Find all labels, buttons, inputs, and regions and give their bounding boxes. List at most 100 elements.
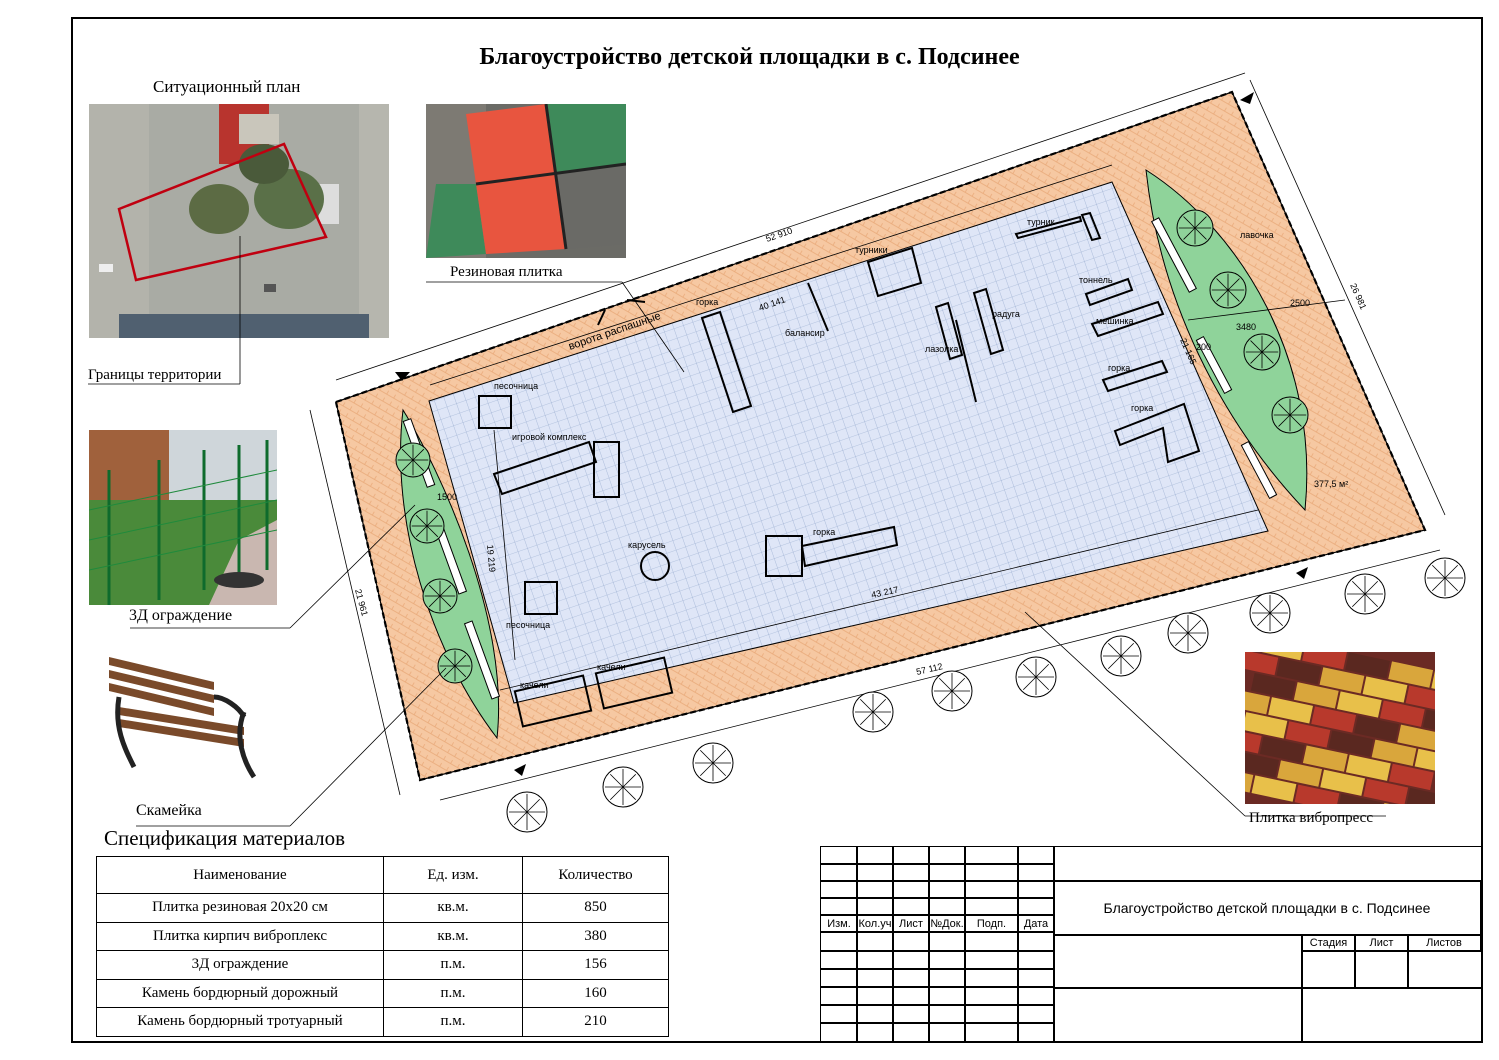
stamp-cell bbox=[1017, 968, 1055, 988]
cell: п.м. bbox=[383, 978, 523, 1008]
spec-header: Количество bbox=[522, 856, 669, 894]
stamp-cell bbox=[892, 986, 930, 1006]
cell: 160 bbox=[522, 978, 669, 1008]
rubber-tile-caption: Резиновая плитка bbox=[450, 264, 563, 280]
cell: 156 bbox=[522, 950, 669, 980]
dimension-label: 2500 bbox=[1290, 298, 1310, 308]
stamp-cell bbox=[964, 968, 1019, 988]
stamp-cell bbox=[856, 880, 894, 899]
tree-icon bbox=[1100, 635, 1142, 677]
equipment-label: турник bbox=[1027, 217, 1055, 227]
stamp-col: Дата bbox=[1017, 915, 1055, 932]
cell: Плитка резиновая 20х20 см bbox=[96, 893, 384, 923]
equipment-label: песочница bbox=[506, 620, 550, 630]
stamp-cell bbox=[964, 1022, 1019, 1042]
rubber-tile-photo bbox=[426, 104, 626, 258]
stamp-cell bbox=[856, 1004, 894, 1024]
tree-icon bbox=[1249, 592, 1291, 634]
stamp-cell bbox=[820, 950, 858, 970]
stamp-cell bbox=[856, 968, 894, 988]
stamp-cell bbox=[820, 968, 858, 988]
sandbox-2 bbox=[524, 581, 558, 615]
cell: 210 bbox=[522, 1007, 669, 1037]
lawn-left bbox=[400, 408, 499, 740]
dimension-label: 52 910 bbox=[764, 225, 793, 243]
stamp-cell bbox=[964, 950, 1019, 970]
stamp-cell bbox=[1017, 932, 1055, 952]
stamp-col: Подп. bbox=[964, 915, 1019, 932]
swing-2 bbox=[594, 656, 674, 710]
stamp-cell bbox=[892, 932, 930, 952]
pull-up-bars bbox=[866, 246, 923, 298]
tree-icon bbox=[1167, 612, 1209, 654]
fence-photo bbox=[89, 430, 277, 605]
stamp-cell bbox=[820, 932, 858, 952]
equipment-label: горка bbox=[1131, 403, 1153, 413]
cell: Плитка кирпич виброплекс bbox=[96, 921, 384, 951]
equipment-label: горка bbox=[813, 527, 835, 537]
tree-icon bbox=[692, 742, 734, 784]
stamp-cell bbox=[1017, 880, 1055, 899]
tree-icon bbox=[602, 766, 644, 808]
stamp-title: Благоустройство детской площадки в с. По… bbox=[1053, 880, 1481, 936]
spec-header-row: Наименование Ед. изм. Количество bbox=[96, 856, 669, 894]
equipment-label: песочница bbox=[494, 381, 538, 391]
tree-icon bbox=[437, 648, 473, 684]
area-label: 377,5 м² bbox=[1314, 479, 1348, 489]
stamp-stage: Стадия bbox=[1301, 934, 1356, 952]
ladder bbox=[934, 301, 964, 361]
tree-icon bbox=[931, 670, 973, 712]
bench-mark bbox=[463, 620, 501, 700]
stamp-cell bbox=[820, 880, 858, 899]
slide-top bbox=[700, 310, 753, 414]
dimension-label: 19 219 bbox=[485, 544, 497, 572]
stamp-cell bbox=[964, 846, 1019, 865]
situation-plan-caption: Ситуационный план bbox=[153, 77, 301, 96]
stamp-cell bbox=[856, 932, 894, 952]
tree-icon bbox=[506, 791, 548, 833]
stamp-cell bbox=[820, 1022, 858, 1042]
ladder-pole bbox=[955, 319, 977, 403]
slide-1 bbox=[765, 535, 803, 577]
stamp-cell bbox=[1301, 988, 1483, 1043]
stamp-cell bbox=[892, 1004, 930, 1024]
stamp-sheet: Лист bbox=[1354, 934, 1409, 952]
spec-title: Спецификация материалов bbox=[104, 826, 346, 850]
stamp-sheets: Листов bbox=[1407, 934, 1481, 952]
stamp-cell bbox=[892, 1022, 930, 1042]
tree-icon bbox=[409, 508, 445, 544]
slide-2 bbox=[1101, 359, 1169, 393]
stamp-cell bbox=[1017, 846, 1055, 865]
stamp-cell bbox=[1017, 1004, 1055, 1024]
stamp-cell bbox=[1053, 934, 1303, 988]
equipment-label: горка bbox=[696, 297, 718, 307]
stamp-cell bbox=[892, 863, 930, 882]
stamp-cell bbox=[928, 986, 966, 1006]
car-toy bbox=[1090, 300, 1165, 338]
tree-icon bbox=[1271, 396, 1309, 434]
territory-border-caption: Границы территории bbox=[88, 367, 222, 383]
cell: п.м. bbox=[383, 950, 523, 980]
equipment-label: тоннель bbox=[1079, 275, 1113, 285]
slide-1-ramp bbox=[800, 525, 899, 568]
aerial-photo bbox=[89, 104, 389, 338]
stamp-col: Изм. bbox=[820, 915, 858, 932]
stamp-cell bbox=[892, 846, 930, 865]
stamp-cell bbox=[1017, 950, 1055, 970]
equipment-label: карусель bbox=[628, 540, 666, 550]
spec-header: Наименование bbox=[96, 856, 384, 894]
tree-icon bbox=[852, 691, 894, 733]
play-complex-tower bbox=[593, 441, 620, 498]
cell: 380 bbox=[522, 921, 669, 951]
stamp-col: Кол.уч bbox=[856, 915, 894, 932]
stamp-cell bbox=[928, 1004, 966, 1024]
stamp-cell bbox=[928, 880, 966, 899]
vibropress-tile-photo bbox=[1245, 652, 1435, 804]
cell: кв.м. bbox=[383, 893, 523, 923]
tree-icon bbox=[1209, 271, 1247, 309]
stamp-cell bbox=[856, 1022, 894, 1042]
stamp-cell bbox=[892, 880, 930, 899]
